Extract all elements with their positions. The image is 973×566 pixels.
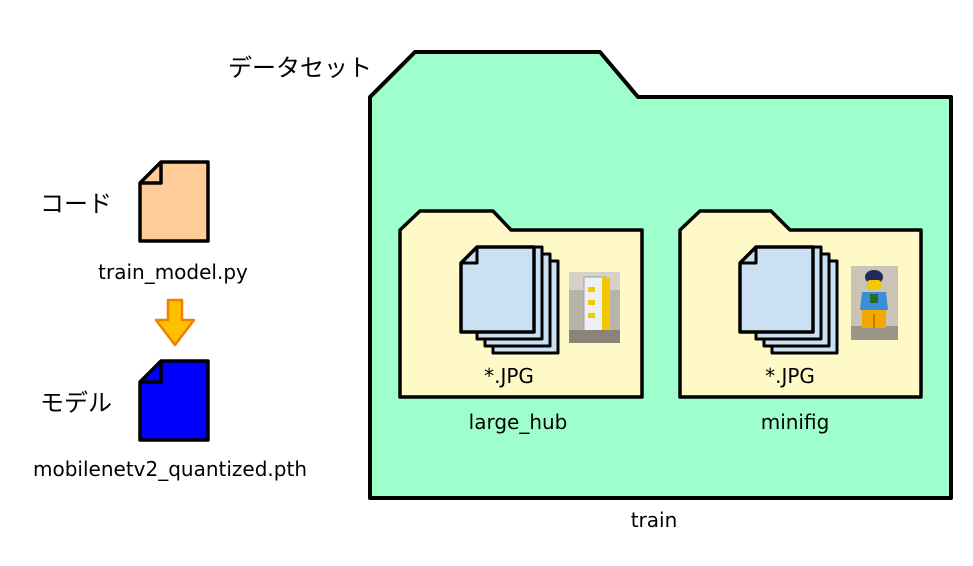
- model-label: モデル: [40, 389, 112, 417]
- model-file-icon: [138, 359, 210, 442]
- dataset-label: データセット: [228, 54, 372, 82]
- large-hub-folder-name: large_hub: [468, 410, 568, 434]
- jpg-file-stack-icon: [738, 245, 839, 355]
- code-label: コード: [40, 190, 112, 218]
- jpg-file-stack-icon: [459, 245, 560, 355]
- code-file-icon: [138, 160, 210, 243]
- minifig-folder-name: minifig: [760, 410, 830, 434]
- large-hub-photo: [569, 272, 620, 343]
- model-filename: mobilenetv2_quantized.pth: [33, 457, 307, 481]
- minifig-photo: [851, 266, 898, 340]
- large-hub-files-label: *.JPG: [484, 364, 534, 388]
- code-filename: train_model.py: [98, 260, 248, 284]
- arrow-down-icon: [154, 298, 196, 347]
- minifig-files-label: *.JPG: [765, 364, 815, 388]
- dataset-folder-name: train: [630, 508, 678, 532]
